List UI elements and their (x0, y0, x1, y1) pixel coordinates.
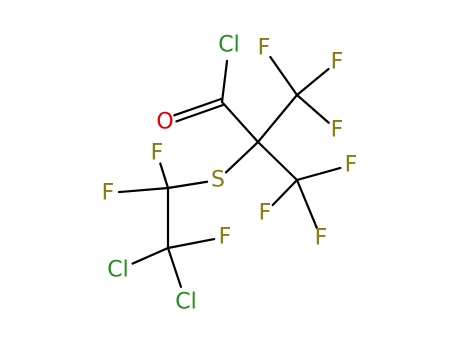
bond-c1-cl-acyl (220, 59, 229, 104)
atom-label-f-top-left: F (258, 36, 271, 61)
atom-f-lower-left: F (259, 201, 272, 226)
atom-label-cl-left: Cl (107, 258, 128, 283)
bond-c2-c4 (256, 140, 299, 182)
atom-label-cl-acyl: Cl (218, 33, 239, 58)
atom-f-top-left: F (258, 36, 271, 61)
bond-layer (117, 55, 342, 288)
bond-c6-cl-bottom (166, 246, 183, 288)
bond-c4-f-lower-right (295, 166, 342, 182)
atom-f-top-right: F (331, 50, 344, 75)
atom-s-thioether: S (211, 168, 225, 193)
atom-label-f-lower-right: F (345, 153, 358, 178)
atom-cl-acyl: Cl (218, 33, 239, 58)
atom-cl-bottom: Cl (175, 290, 196, 315)
bond-c2-c3 (256, 93, 299, 144)
atom-f-chloro-carbon: F (219, 225, 232, 250)
atom-label-o-carbonyl: O (156, 110, 173, 135)
bond-c3-f-top-right (295, 67, 330, 97)
atom-f-bottom: F (315, 226, 328, 251)
atom-f-difluoro-top: F (151, 141, 164, 166)
atom-label-f-chloro-carbon: F (219, 225, 232, 250)
atom-label-f-difluoro-left: F (102, 181, 115, 206)
atom-f-mid-right: F (331, 118, 344, 143)
bond-c1-c2 (220, 100, 260, 144)
atom-label-s-thioether: S (211, 168, 225, 193)
atom-label-f-mid-right: F (331, 118, 344, 143)
atom-label-f-difluoro-top: F (151, 141, 164, 166)
atom-label-f-top-right: F (331, 50, 344, 75)
bond-c1-o-carbonyl-line-2 (175, 103, 225, 123)
bond-c3-f-top-left (269, 55, 299, 97)
bond-c6-cl-left (131, 246, 170, 265)
bond-c1-o-carbonyl-line-1 (173, 97, 223, 117)
atom-cl-left: Cl (107, 258, 128, 283)
atom-f-lower-right: F (345, 153, 358, 178)
bond-c3-f-mid-right (295, 93, 330, 124)
bond-c6-f-chloro-carbon (166, 237, 216, 250)
atom-label-cl-bottom: Cl (175, 290, 196, 315)
bond-c4-f-bottom (295, 178, 318, 229)
bond-c5-f-difluoro-left (117, 186, 170, 194)
atom-f-difluoro-left: F (102, 181, 115, 206)
atom-o-carbonyl: O (156, 110, 173, 135)
bond-c2-s-thioether (224, 140, 260, 174)
bond-c4-f-lower-left (271, 178, 299, 207)
bond-s-thioether-c5 (166, 180, 209, 190)
bond-c5-f-difluoro-top (159, 162, 170, 190)
atom-label-f-lower-left: F (259, 201, 272, 226)
atom-label-f-bottom: F (315, 226, 328, 251)
